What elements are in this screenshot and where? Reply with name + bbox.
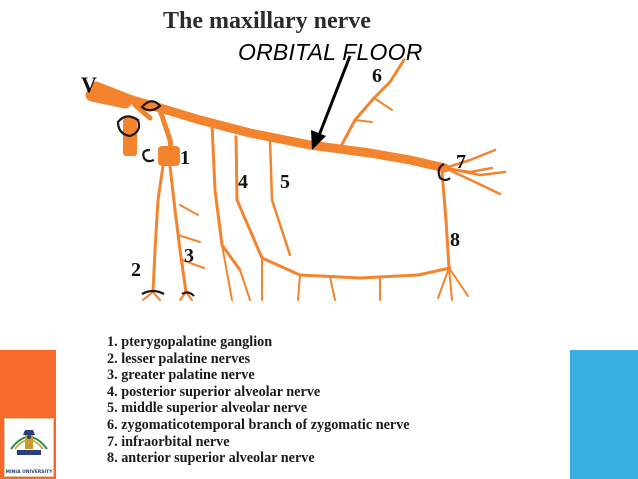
greater-palatine-twigs — [177, 204, 205, 269]
asa-terminal-branches — [437, 267, 469, 301]
label-3: 3 — [184, 245, 194, 267]
orbital-floor-label: ORBITAL FLOOR — [238, 39, 423, 65]
foramen-rotundum-outline — [140, 100, 162, 112]
legend-item-8: 8. anterior superior alveolar nerve — [107, 450, 315, 467]
msa-terminal-branches — [261, 257, 381, 301]
root-branch — [132, 102, 153, 121]
label-1: 1 — [180, 147, 190, 169]
university-seal-icon — [10, 430, 48, 455]
lesser-palatine-foramen-outline — [141, 289, 165, 295]
lesser-palatine-nerve-a — [151, 164, 165, 294]
label-2: 2 — [131, 259, 141, 281]
foramen-ovale-outline — [116, 115, 141, 138]
middle-superior-alveolar-branch — [268, 138, 292, 257]
legend-item-5: 5. middle superior alveolar nerve — [107, 400, 308, 417]
label-7: 7 — [456, 151, 466, 173]
greater-palatine-nerve — [168, 164, 188, 294]
anterior-superior-alveolar-nerve — [440, 170, 451, 270]
nerve-legend: 1. pterygopalatine ganglion 2. lesser pa… — [107, 334, 410, 467]
trigeminal-root — [85, 88, 132, 109]
maxillary-nerve-diagram: V 1 2 3 4 5 6 7 8 — [81, 55, 507, 301]
orbital-floor-arrow-shaft — [316, 55, 352, 139]
psa-terminal-branches — [221, 244, 251, 301]
legend-item-3: 3. greater palatine nerve — [107, 367, 255, 384]
legend-item-1: 1. pterygopalatine ganglion — [107, 334, 273, 350]
lesser-palatine-end-a — [142, 291, 161, 301]
zygomatic-twigs — [354, 97, 393, 123]
posterior-superior-alveolar-nerve — [210, 123, 242, 272]
infraorbital-foramen-outline — [437, 163, 451, 182]
slide-title: The maxillary nerve — [163, 8, 371, 34]
legend-item-6: 6. zygomaticotemporal branch of zygomati… — [107, 416, 410, 433]
right-accent-block — [570, 350, 638, 479]
maxillary-trunk — [91, 81, 450, 173]
label-8: 8 — [450, 229, 460, 251]
label-6: 6 — [372, 65, 382, 87]
label-4: 4 — [238, 171, 248, 193]
orbital-floor-arrowhead — [311, 130, 326, 150]
logo-caption: MINIA UNIVERSITY — [5, 470, 53, 475]
palatine-canal-outline — [142, 148, 155, 163]
legend-item-2: 2. lesser palatine nerves — [107, 350, 251, 367]
infraorbital-terminal-branches — [443, 148, 507, 196]
legend-item-4: 4. posterior superior alveolar nerve — [107, 383, 321, 400]
legend-item-7: 7. infraorbital nerve — [107, 433, 230, 450]
greater-palatine-foramen-outline — [181, 291, 195, 297]
trigeminal-label: V — [81, 72, 97, 97]
pterygopalatine-ganglion — [158, 146, 180, 166]
university-logo: MINIA UNIVERSITY — [4, 418, 54, 477]
label-5: 5 — [280, 171, 290, 193]
